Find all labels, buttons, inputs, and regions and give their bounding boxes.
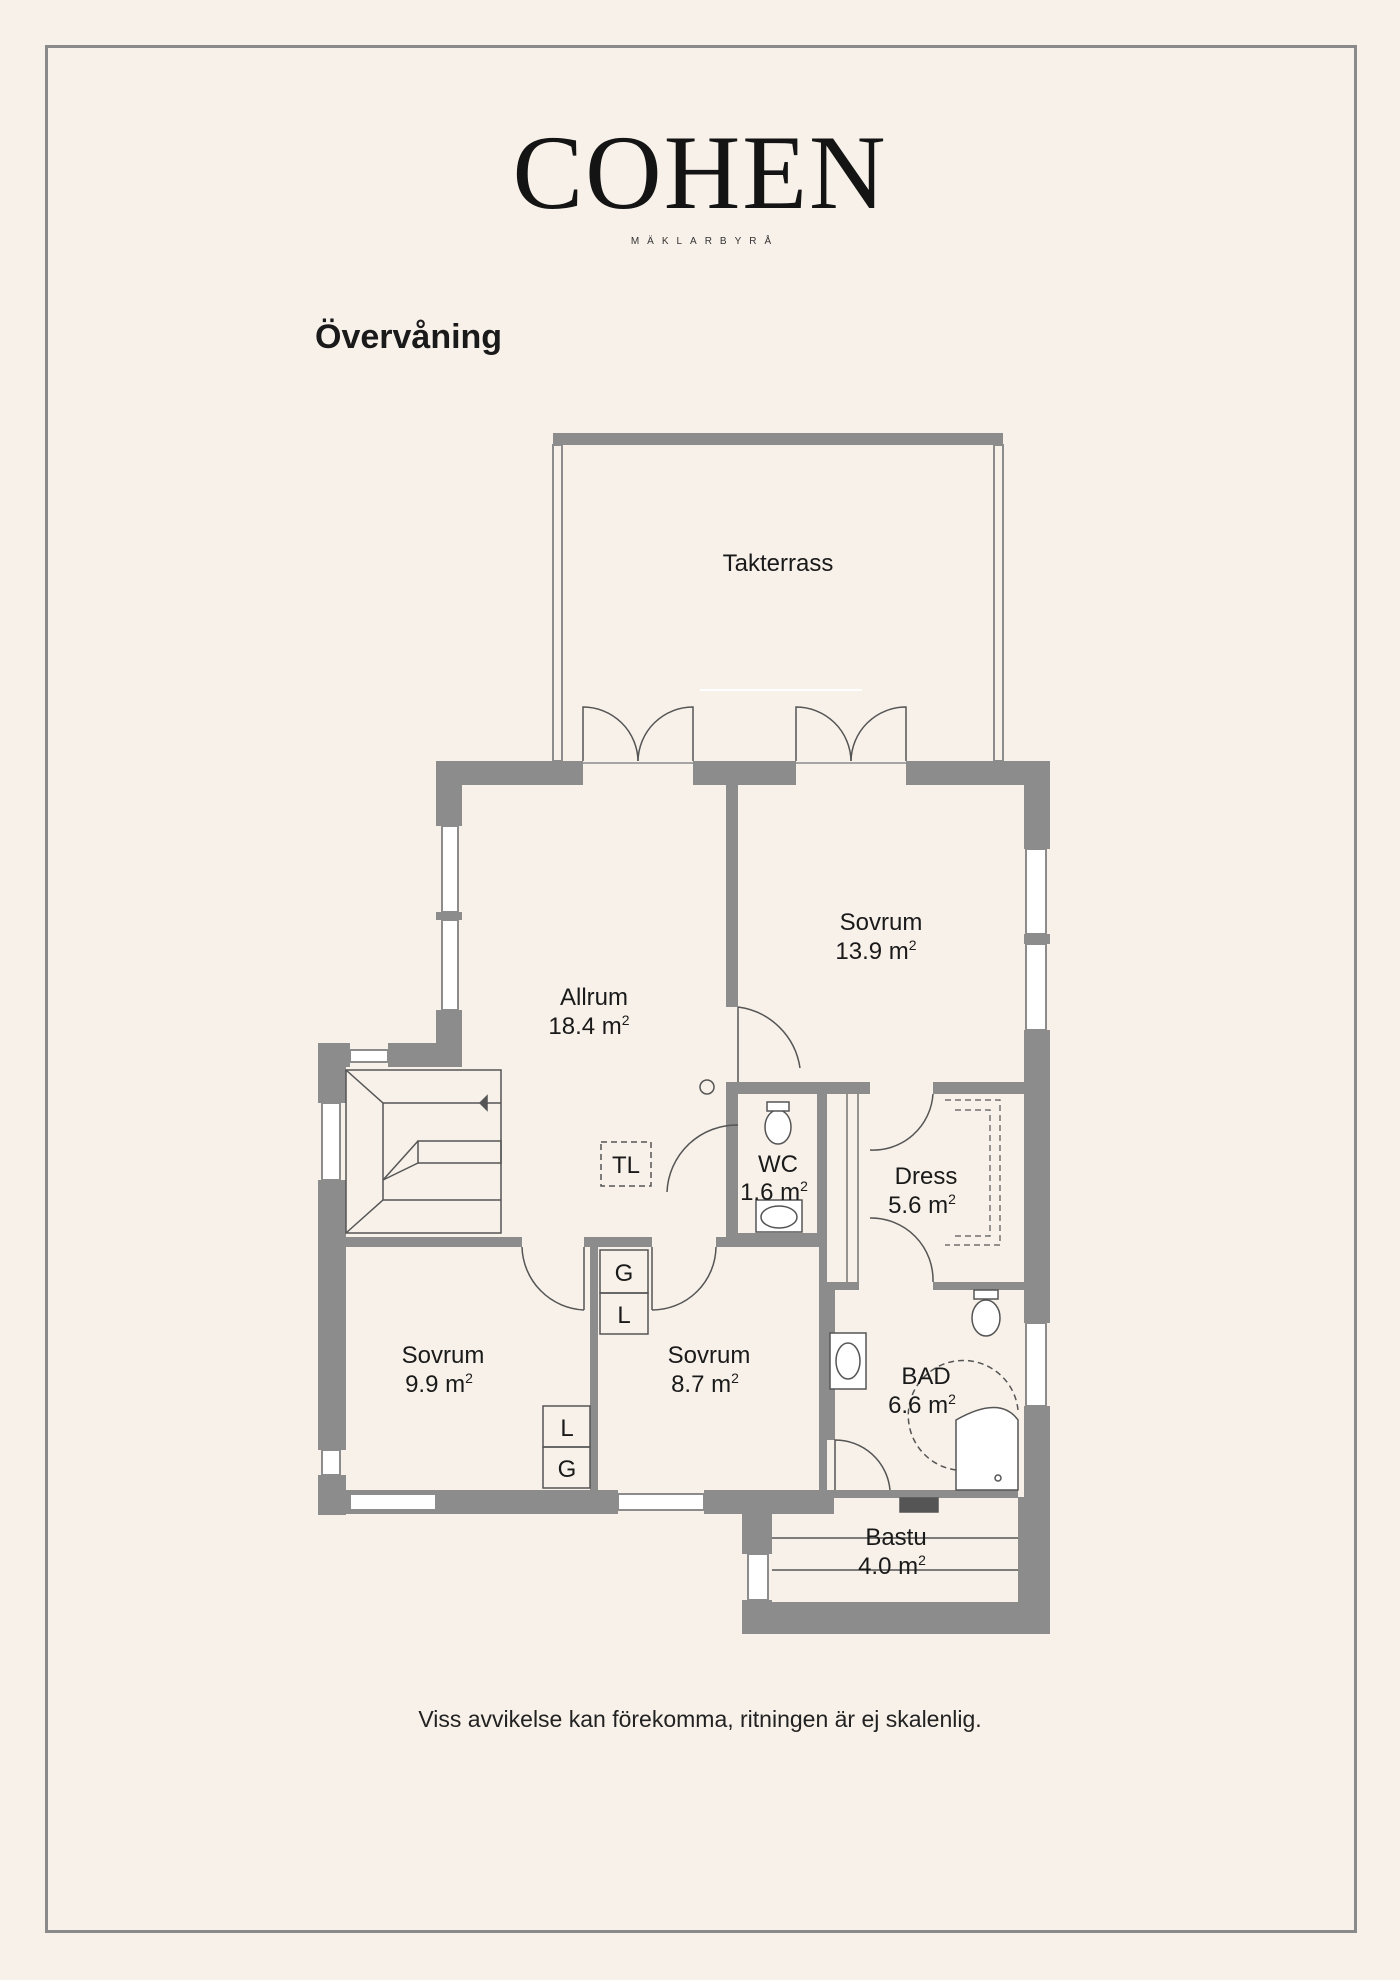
room-area-bastu: 4.0 m2 [858, 1552, 926, 1580]
room-label-sovrum-sw: Sovrum [402, 1342, 485, 1369]
terrace [552, 433, 1004, 762]
terrace-doors [582, 706, 907, 764]
room-area-sovrum-ne: 13.9 m2 [835, 937, 916, 965]
room-area-dress: 5.6 m2 [888, 1191, 956, 1219]
closet-label-l1: L [617, 1302, 630, 1329]
staircase [345, 1069, 502, 1234]
room-label-bad: BAD [901, 1363, 950, 1390]
room-label-wc: WC [758, 1151, 798, 1178]
brand-name: COHEN [512, 114, 888, 231]
brand-subtitle: MÄKLARBYRÅ [630, 236, 780, 247]
room-label-allrum: Allrum [560, 984, 628, 1011]
windows [321, 825, 1047, 1601]
room-area-allrum: 18.4 m2 [548, 1012, 629, 1040]
dress-shelves [846, 1094, 1001, 1282]
fixture-label-tl: TL [612, 1152, 640, 1179]
page-frame [45, 45, 1357, 1933]
room-area-sovrum-sw: 9.9 m2 [405, 1370, 473, 1398]
brand-logo: COHEN MÄKLARBYRÅ [0, 114, 1400, 248]
sanitary-fixtures [699, 1079, 1019, 1513]
room-label-bastu: Bastu [865, 1524, 926, 1551]
floor-title: Övervåning [315, 318, 503, 356]
room-area-sovrum-s: 8.7 m2 [671, 1370, 739, 1398]
closets [542, 1141, 652, 1489]
room-label-sovrum-s: Sovrum [668, 1342, 751, 1369]
room-area-wc: 1.6 m2 [740, 1178, 808, 1206]
bastu-benches [772, 1537, 1018, 1571]
closet-label-g2: G [558, 1456, 577, 1483]
closet-label-l2: L [560, 1415, 573, 1442]
room-label-terrace: Takterrass [723, 550, 834, 577]
room-label-dress: Dress [895, 1163, 958, 1190]
interior-doors [521, 1006, 934, 1491]
closet-label-g1: G [615, 1260, 634, 1287]
room-label-sovrum-ne: Sovrum [840, 909, 923, 936]
walls [318, 761, 1050, 1634]
room-area-bad: 6.6 m2 [888, 1391, 956, 1419]
disclaimer: Viss avvikelse kan förekomma, ritningen … [418, 1706, 982, 1732]
